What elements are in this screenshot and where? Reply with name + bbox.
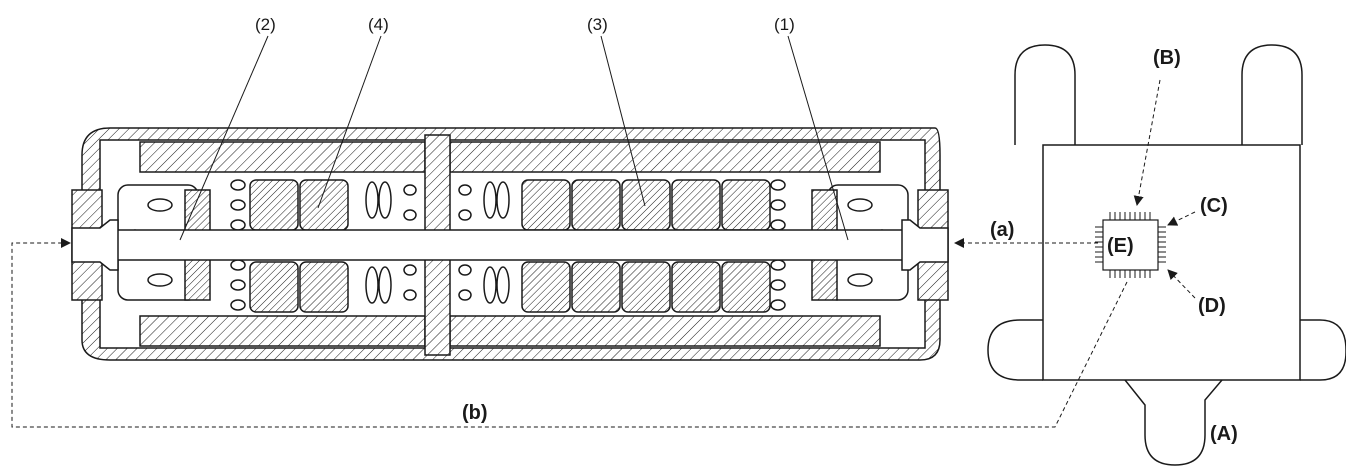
part-2-label: (2) [255, 15, 276, 34]
part-1-label: (1) [774, 15, 795, 34]
chip-E-label: (E) [1107, 235, 1134, 257]
leader-lines [179, 35, 849, 241]
callout-A-label: (A) [1210, 423, 1238, 445]
callout-C-label: (C) [1200, 195, 1228, 217]
part-3-label: (3) [587, 15, 608, 34]
path-b-label: (b) [462, 402, 488, 424]
circuit-board [987, 44, 1346, 466]
part-4-label: (4) [368, 15, 389, 34]
ic-chip [1095, 212, 1166, 278]
callout-lines [11, 79, 1196, 428]
path-a-label: (a) [990, 219, 1014, 241]
callout-D-label: (D) [1198, 295, 1226, 317]
callout-B-label: (B) [1153, 47, 1181, 69]
cylinder-assembly [71, 127, 949, 361]
